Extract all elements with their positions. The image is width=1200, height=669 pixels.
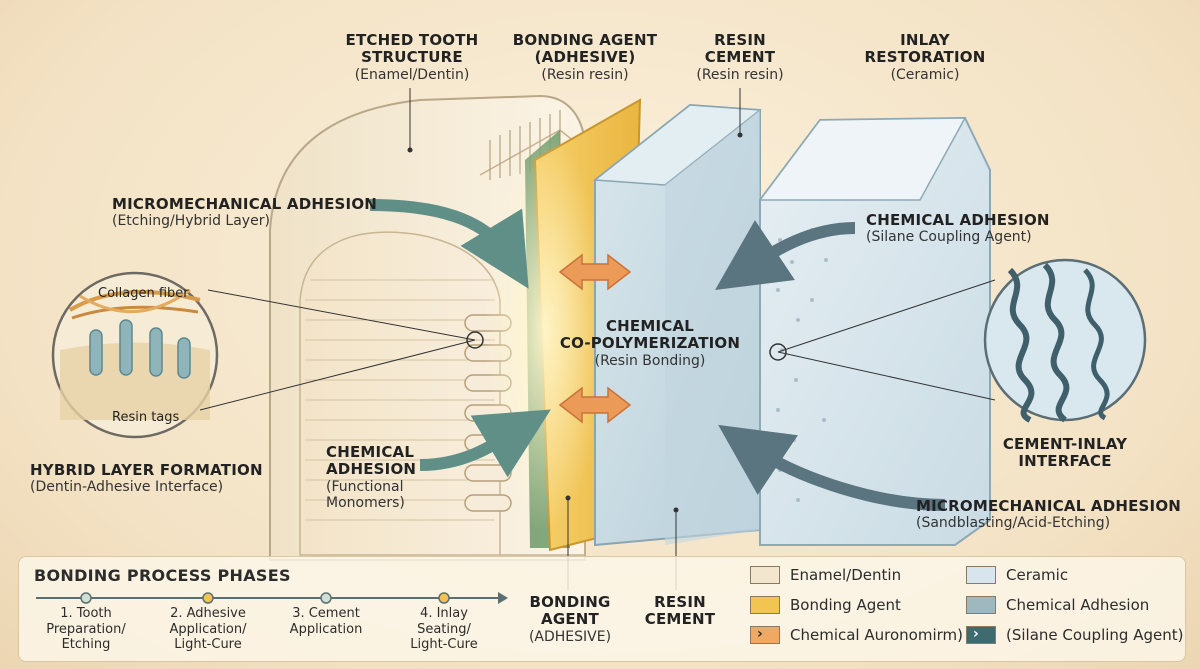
hybrid-title: HYBRID LAYER FORMATION: [30, 461, 263, 479]
silane-legend-label: (Silane Coupling Agent): [1006, 626, 1184, 644]
ceramic-legend-label: Ceramic: [1006, 566, 1069, 584]
chem-left-sub: (Functional Monomers): [326, 478, 405, 511]
legend-item-ceramic: Ceramic: [966, 566, 1068, 584]
etched-title: ETCHED TOOTH STRUCTURE: [345, 31, 479, 67]
phase-dot-3: [320, 592, 332, 604]
collagen-fiber-label: Collagen fiber: [98, 286, 189, 301]
chevron-right-icon: ›: [973, 626, 979, 642]
etched-header: ETCHED TOOTH STRUCTURE (Enamel/Dentin): [322, 31, 502, 83]
micromechanical-arrow-right: [718, 424, 946, 511]
resin-tags-label: Resin tags: [112, 410, 180, 425]
chem-auto-legend-label: Chemical Auronomirm): [790, 626, 963, 644]
micromech-left-title: MICROMECHANICAL ADHESION: [112, 195, 378, 213]
chem-right-sub: (Silane Coupling Agent): [866, 229, 1032, 246]
bonding-bottom-title: BONDING AGENT: [529, 593, 611, 629]
chem-auto-swatch: ›: [750, 626, 780, 644]
phase-1: 1. Tooth Preparation/ Etching: [46, 606, 126, 653]
inlay-title: INLAY RESTORATION: [864, 31, 986, 67]
legend-item-chem-auto: › Chemical Auronomirm): [750, 626, 963, 644]
inlay-sub: (Ceramic): [890, 66, 960, 83]
cement-bottom-label: RESIN CEMENT: [630, 593, 730, 629]
enamel-legend-label: Enamel/Dentin: [790, 566, 902, 584]
bonding-title: BONDING AGENT (ADHESIVE): [512, 31, 658, 67]
micromech-left-sub: (Etching/Hybrid Layer): [112, 213, 270, 230]
chem-right-title: CHEMICAL ADHESION: [866, 211, 1050, 229]
etched-top-leader-dot: [407, 147, 413, 153]
cement-inlay-title: CEMENT-INLAY INTERFACE: [1002, 435, 1128, 471]
micromech-right-title: MICROMECHANICAL ADHESION: [916, 497, 1182, 515]
chem-adhesion-swatch: [966, 596, 996, 614]
legend-title: BONDING PROCESS PHASES: [34, 566, 291, 585]
cement-bottom-title: RESIN CEMENT: [644, 593, 716, 629]
chemical-arrow-right: [715, 220, 856, 290]
chem-right-label: CHEMICAL ADHESION (Silane Coupling Agent…: [866, 211, 1076, 246]
chevron-right-icon: ›: [757, 626, 763, 642]
phase-2: 2. Adhesive Application/ Light-Cure: [169, 606, 247, 653]
legend-item-bonding: Bonding Agent: [750, 596, 901, 614]
copolymerization-arrow-top: [558, 253, 632, 291]
cement-inlay-label: CEMENT-INLAY INTERFACE: [985, 435, 1145, 471]
inlay-header: INLAY RESTORATION (Ceramic): [850, 31, 1000, 83]
copolymerization-sub: (Resin Bonding): [594, 352, 706, 369]
copolymerization-title: CHEMICAL CO-POLYMERIZATION: [559, 317, 741, 353]
cement-inlay-magnifier: [769, 258, 1147, 423]
copolymerization-label: CHEMICAL CO-POLYMERIZATION (Resin Bondin…: [555, 317, 745, 369]
phase-dot-1: [80, 592, 92, 604]
cement-sub: (Resin resin): [696, 66, 784, 83]
bonding-legend-label: Bonding Agent: [790, 596, 901, 614]
cement-leader-dot: [673, 507, 679, 513]
timeline-arrow-icon: [498, 592, 508, 604]
hybrid-sub: (Dentin-Adhesive Interface): [30, 479, 224, 496]
micromech-left-label: MICROMECHANICAL ADHESION (Etching/Hybrid…: [112, 195, 382, 230]
bonding-leader-dot: [565, 495, 571, 501]
cement-header: RESIN CEMENT (Resin resin): [670, 31, 810, 83]
chem-adhesion-legend-label: Chemical Adhesion: [1006, 596, 1150, 614]
hybrid-label: HYBRID LAYER FORMATION (Dentin-Adhesive …: [30, 461, 290, 496]
chem-left-title: CHEMICAL ADHESION: [326, 443, 417, 479]
bonding-swatch: [750, 596, 780, 614]
hybrid-layer-magnifier: [51, 271, 484, 439]
enamel-swatch: [750, 566, 780, 584]
legend-item-enamel: Enamel/Dentin: [750, 566, 901, 584]
bonding-bottom-sub: (ADHESIVE): [528, 628, 612, 645]
etched-sub: (Enamel/Dentin): [354, 66, 470, 83]
phase-3: 3. Cement Application: [289, 606, 363, 637]
phase-4: 4. Inlay Seating/ Light-Cure: [410, 606, 478, 653]
legend-item-chem-adhesion: Chemical Adhesion: [966, 596, 1149, 614]
micromech-right-label: MICROMECHANICAL ADHESION (Sandblasting/A…: [916, 497, 1186, 532]
cement-title: RESIN CEMENT: [704, 31, 776, 67]
bonding-bottom-label: BONDING AGENT (ADHESIVE): [510, 593, 630, 645]
micromech-right-sub: (Sandblasting/Acid-Etching): [916, 515, 1111, 532]
chem-left-label: CHEMICAL ADHESION (Functional Monomers): [326, 443, 436, 511]
chemical-arrow-left: [419, 409, 551, 478]
inlay-restoration-block: [758, 116, 991, 546]
bonding-sub: (Resin resin): [541, 66, 629, 83]
micromechanical-arrow-left: [369, 199, 529, 289]
bonding-header: BONDING AGENT (ADHESIVE) (Resin resin): [495, 31, 675, 83]
phase-dot-4: [438, 592, 450, 604]
phase-dot-2: [202, 592, 214, 604]
legend-item-silane: › (Silane Coupling Agent): [966, 626, 1183, 644]
cement-top-leader-dot: [737, 132, 743, 138]
ceramic-swatch: [966, 566, 996, 584]
silane-swatch: ›: [966, 626, 996, 644]
copolymerization-arrow-bottom: [558, 386, 632, 424]
